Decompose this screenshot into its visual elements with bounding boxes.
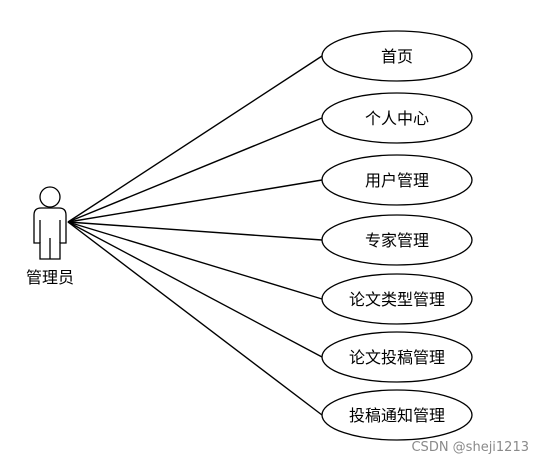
association-line <box>67 221 323 358</box>
actor-head <box>39 186 61 208</box>
use-case-ellipse <box>321 273 473 325</box>
association-line <box>67 221 323 300</box>
use-case-personal-center: 个人中心 <box>321 92 473 144</box>
actor-label: 管理员 <box>26 268 74 287</box>
use-case-user-management: 用户管理 <box>321 154 473 206</box>
use-case-ellipse <box>321 30 473 82</box>
use-case-label: 论文类型管理 <box>349 290 445 309</box>
use-case-label: 个人中心 <box>365 109 429 128</box>
use-case-label: 首页 <box>381 47 413 66</box>
association-line <box>67 221 323 241</box>
actor-figure <box>33 186 67 260</box>
association-line <box>67 55 323 223</box>
watermark: CSDN @sheji1213 <box>411 440 529 455</box>
use-case-ellipse <box>321 92 473 144</box>
use-case-paper-submission-management: 论文投稿管理 <box>321 331 473 383</box>
use-case-home: 首页 <box>321 30 473 82</box>
use-case-ellipse <box>321 154 473 206</box>
actor-body <box>33 207 67 260</box>
association-line <box>67 117 323 223</box>
use-case-submission-notice-management: 投稿通知管理 <box>321 389 473 441</box>
use-case-label: 投稿通知管理 <box>349 406 445 425</box>
use-case-expert-management: 专家管理 <box>321 214 473 266</box>
use-case-ellipse <box>321 389 473 441</box>
use-case-ellipse <box>321 214 473 266</box>
use-case-paper-type-management: 论文类型管理 <box>321 273 473 325</box>
use-case-ellipse <box>321 331 473 383</box>
use-case-label: 用户管理 <box>365 171 429 190</box>
use-case-label: 专家管理 <box>365 231 429 250</box>
use-case-label: 论文投稿管理 <box>349 348 445 367</box>
association-line <box>67 221 323 416</box>
associations <box>67 55 323 416</box>
association-line <box>67 179 323 223</box>
